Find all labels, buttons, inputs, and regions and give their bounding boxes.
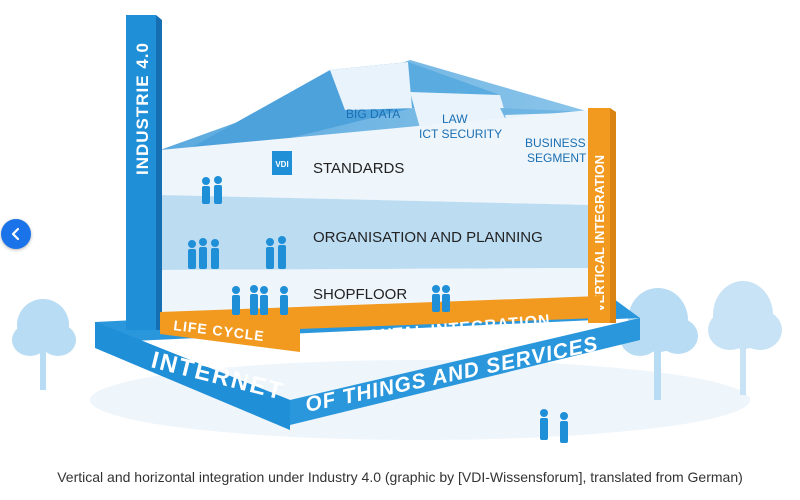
figure-caption: Vertical and horizontal integration unde… — [57, 469, 743, 485]
person-icon — [432, 285, 440, 312]
organisation-label: ORGANISATION AND PLANNING — [313, 229, 543, 246]
person-icon — [540, 409, 548, 440]
person-icon — [266, 238, 274, 269]
ground-shadow — [90, 360, 750, 440]
segment-label: SEGMENT — [527, 151, 587, 165]
pillar-label: INDUSTRIE 4.0 — [133, 42, 152, 175]
vertical-integration-side — [610, 108, 616, 323]
big-data-label: BIG DATA — [346, 107, 400, 121]
person-icon — [199, 238, 207, 269]
person-icon — [560, 412, 568, 443]
vdi-logo-text: VDI — [275, 160, 288, 169]
person-icon — [278, 236, 286, 269]
tree-left — [12, 299, 76, 390]
ict-security-label: ICT SECURITY — [419, 127, 502, 141]
platform-front-right — [290, 318, 640, 425]
person-icon — [260, 286, 268, 315]
vertical-integration-label: VERTICAL INTEGRATION — [592, 155, 607, 312]
person-icon — [214, 176, 222, 204]
horizontal-integration-band — [160, 296, 600, 334]
platform-left-face — [95, 322, 290, 430]
prev-slide-button[interactable] — [1, 219, 31, 249]
industrie-pillar-side — [156, 15, 162, 330]
person-icon — [188, 240, 196, 269]
roof-tooth-1-face — [330, 62, 420, 110]
shopfloor-label: SHOPFLOOR — [313, 286, 407, 303]
law-label: LAW — [442, 112, 468, 126]
person-icon — [442, 285, 450, 312]
people-group — [188, 176, 568, 443]
person-icon — [250, 285, 258, 315]
life-cycle-band — [160, 312, 300, 352]
chevron-left-icon — [11, 227, 20, 241]
tree-right-2 — [708, 281, 782, 395]
floor-standards — [160, 110, 590, 205]
industrie-pillar — [126, 15, 156, 330]
person-icon — [280, 286, 288, 315]
business-label: BUSINESS — [525, 136, 586, 150]
tree-right-1 — [620, 288, 698, 400]
vdi-logo — [272, 151, 292, 175]
vertical-integration-bar — [588, 108, 610, 323]
standards-label: STANDARDS — [313, 160, 404, 177]
person-icon — [202, 177, 210, 204]
person-icon — [211, 239, 219, 269]
diagram-stage: INDUSTRIE 4.0 VERTICAL INTEGRATION LIFE … — [12, 15, 782, 443]
industry-4-diagram: INDUSTRIE 4.0 VERTICAL INTEGRATION LIFE … — [12, 15, 782, 443]
person-icon — [232, 286, 240, 315]
